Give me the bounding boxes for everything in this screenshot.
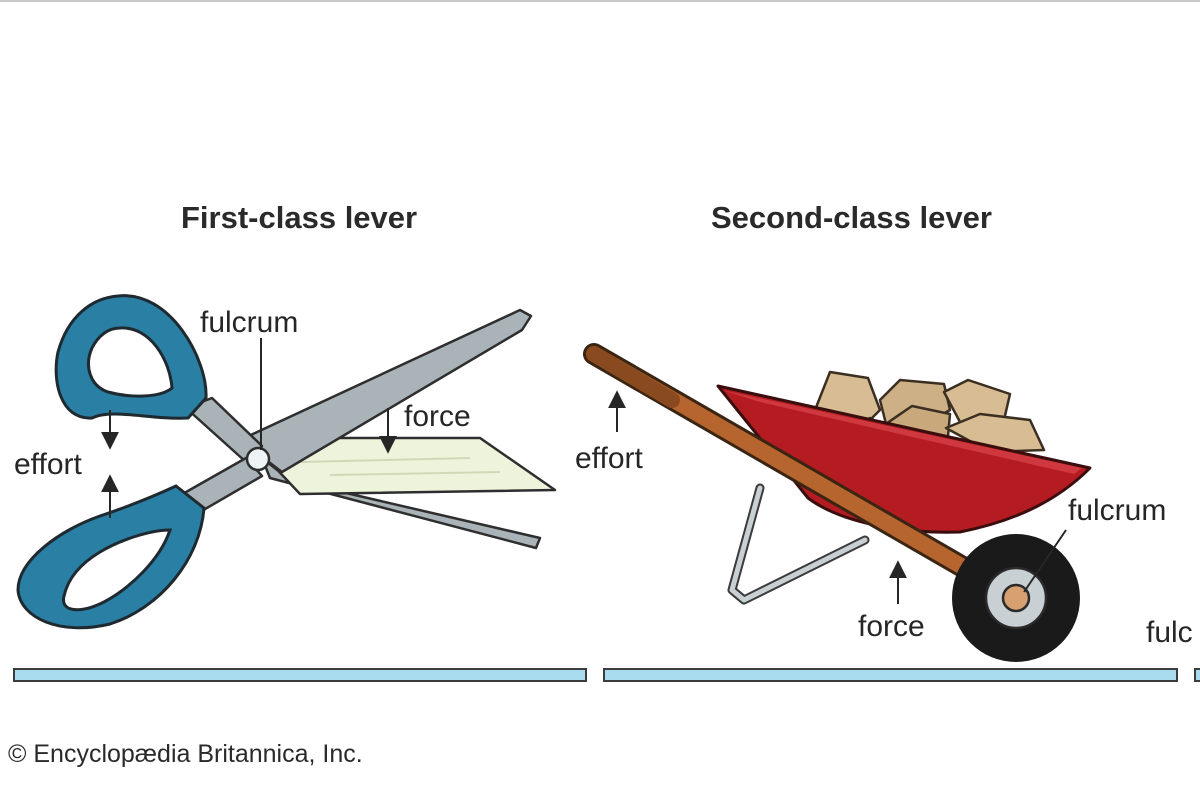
scissors-force-label: force	[404, 400, 471, 433]
top-rule	[0, 0, 1200, 2]
pivot-screw	[245, 446, 271, 472]
scissors-effort-label: effort	[14, 448, 82, 481]
top-handle	[54, 294, 208, 420]
upper-blade	[238, 308, 533, 474]
wheelbarrow-tray	[716, 384, 1092, 534]
third-panel-base-bar	[1194, 668, 1200, 682]
wheel-hub	[1001, 583, 1031, 613]
wheelbarrow-fulcrum-leader	[1023, 529, 1067, 593]
bottom-handle	[16, 484, 206, 630]
wheelbarrow-icon	[583, 343, 1092, 662]
wheelbarrow-fulcrum-label: fulcrum	[1068, 494, 1166, 527]
second-panel-base-bar	[603, 668, 1178, 682]
third-panel-fulcrum-label: fulc	[1146, 616, 1193, 649]
scissors-fulcrum-label: fulcrum	[200, 306, 298, 339]
scissors-icon	[16, 294, 557, 630]
second-class-lever-title: Second-class lever	[711, 200, 992, 235]
wheelbarrow-effort-label: effort	[575, 442, 643, 475]
wheelbarrow-force-label: force	[858, 610, 925, 643]
first-panel-base-bar	[13, 668, 587, 682]
first-class-lever-title: First-class lever	[181, 200, 418, 235]
copyright-credit: © Encyclopædia Britannica, Inc.	[8, 740, 363, 768]
